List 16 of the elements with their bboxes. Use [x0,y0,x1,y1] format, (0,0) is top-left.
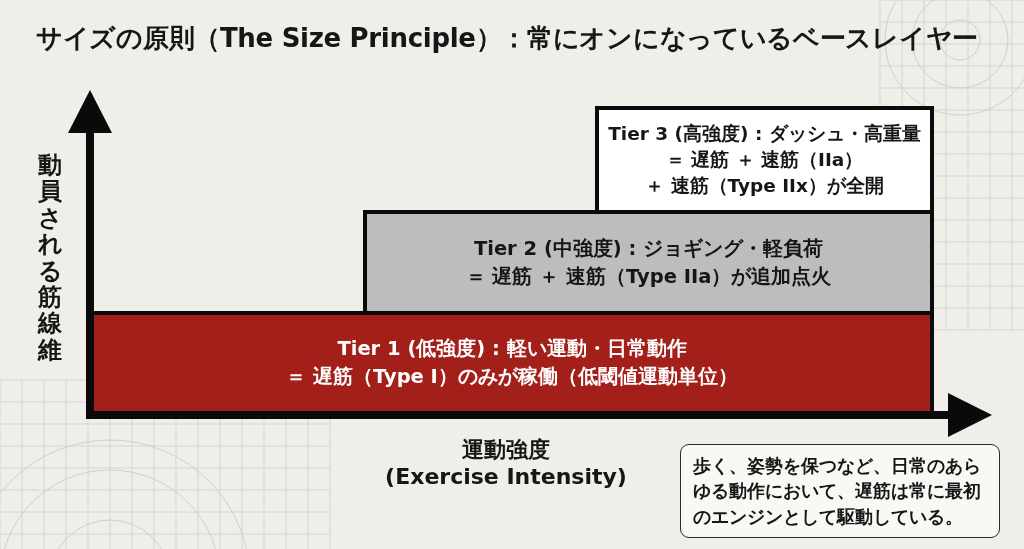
note-box [680,444,1000,538]
tier-bar [94,311,934,411]
title: サイズの原則（The Size Principle）：常にオンになっているベースレイヤー [36,22,978,55]
tier-heading: Tier 2 (中強度) : ジョギング・軽負荷 [473,235,824,262]
tier-description: ＝ 遅筋（Type I）のみが稼働（低閾値運動単位） [286,364,738,390]
y-axis-label: 動員される筋線維 [38,152,62,364]
tier-description: ＝ 遅筋 ＋ 速筋（IIa） [665,147,864,172]
tier-heading: Tier 1 (低強度) : 軽い運動・日常動作 [337,336,687,363]
x-axis-label: (Exercise Intensity) [385,464,627,489]
x-axis-label: 運動強度 [462,436,550,464]
tier-heading: Tier 3 (高強度) : ダッシュ・高重量 [608,121,921,146]
tier-bar [363,210,934,311]
tier-description: ＝ 遅筋 ＋ 速筋（Type IIa）が追加点火 [465,263,832,290]
note-text: 歩く、姿勢を保つなど、日常のあらゆる動作において、遅筋は常に最初のエンジンとして駆動している。 [693,453,982,529]
tier-description: ＋ 速筋（Type IIx）が全開 [645,174,884,199]
tier-bar [595,106,934,210]
